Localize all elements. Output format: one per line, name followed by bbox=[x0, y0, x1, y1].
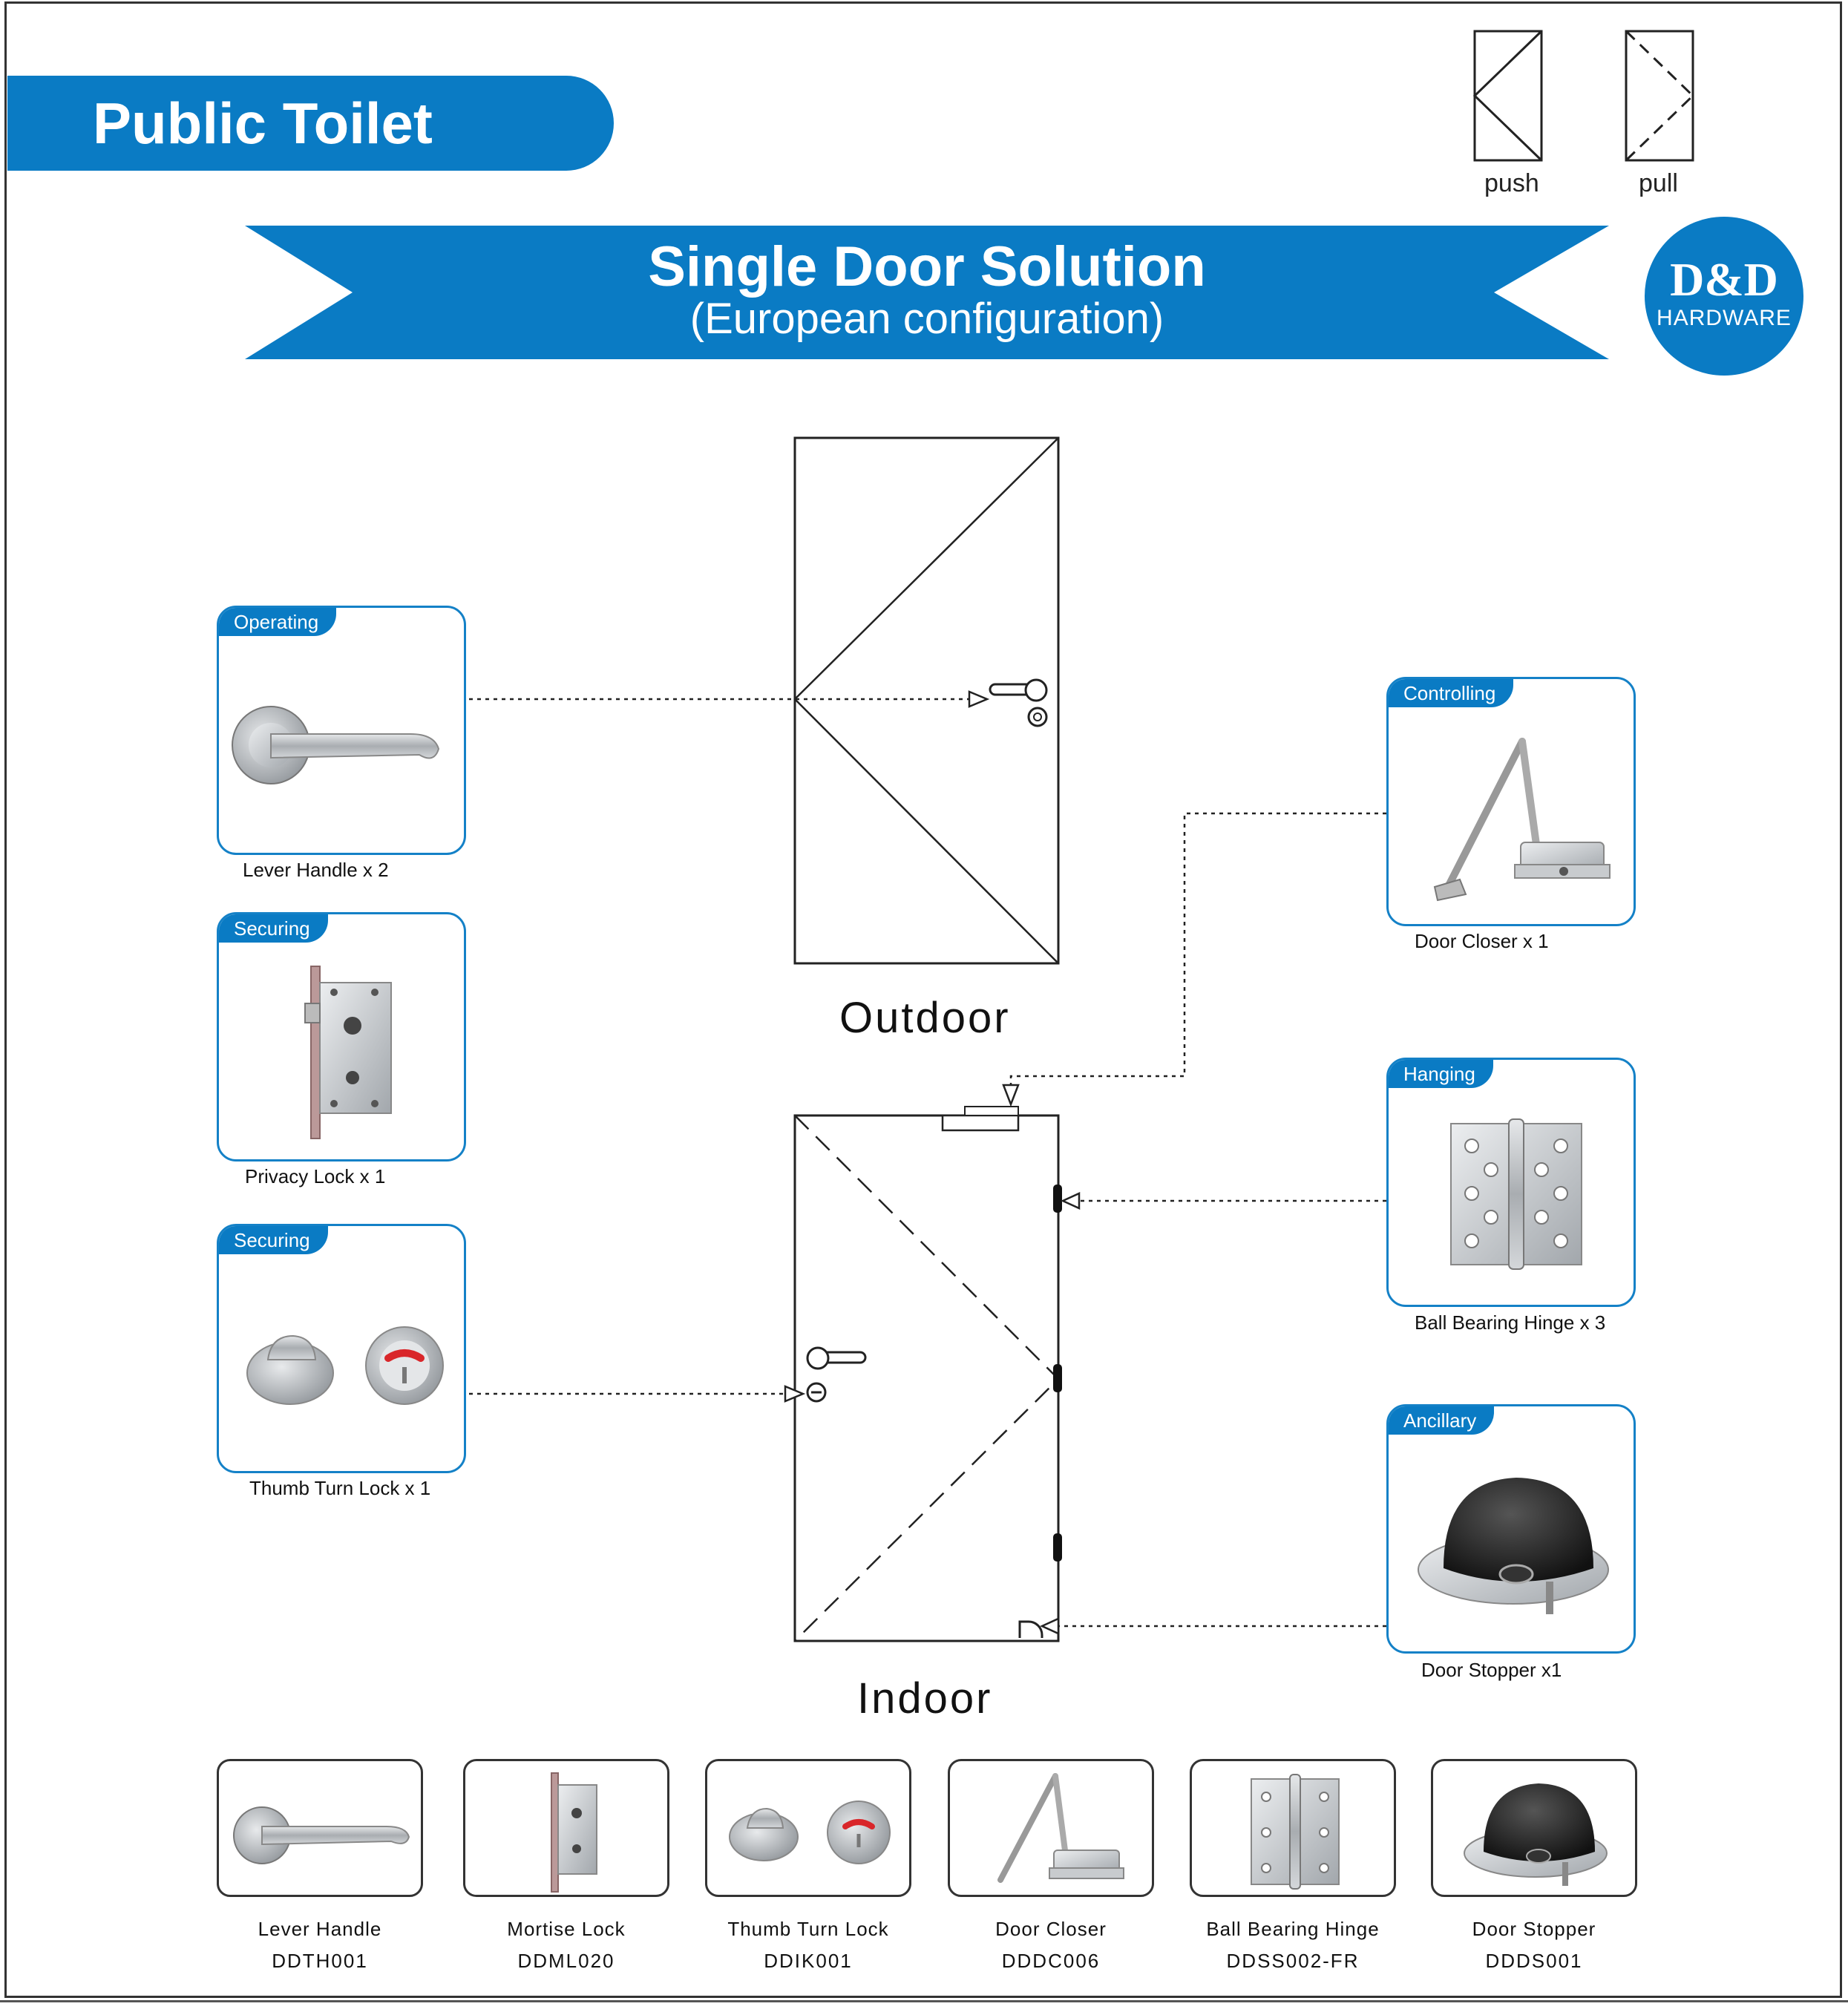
door-closer-icon bbox=[1433, 738, 1611, 902]
mortise-lock-icon bbox=[304, 966, 392, 1139]
card-tag: Controlling bbox=[1389, 679, 1514, 707]
thumb-turn-icon bbox=[246, 1326, 444, 1405]
product-code: DDDS001 bbox=[1485, 1950, 1583, 1972]
logo-main-text: D&D bbox=[1670, 253, 1778, 306]
product-lever-handle bbox=[217, 1759, 423, 1897]
page-title: Public Toilet bbox=[7, 76, 614, 171]
product-code: DDIK001 bbox=[764, 1950, 853, 1972]
outdoor-handle-icon bbox=[989, 678, 1048, 727]
connector-lines bbox=[469, 698, 1386, 1628]
hinge-marks bbox=[1053, 1185, 1062, 1562]
door-stopper-icon bbox=[1464, 1783, 1608, 1886]
product-door-closer bbox=[948, 1759, 1154, 1897]
hinge-icon bbox=[1251, 1774, 1340, 1890]
card-caption: Ball Bearing Hinge x 3 bbox=[1415, 1311, 1606, 1334]
banner-ribbon bbox=[245, 226, 1609, 359]
outdoor-label: Outdoor bbox=[839, 994, 1011, 1042]
banner: Single Door Solution (European configura… bbox=[245, 226, 1609, 359]
bottom-rule bbox=[0, 2000, 1848, 2002]
thumb-turn-icon bbox=[729, 1801, 891, 1864]
card-door-stopper: Ancillary bbox=[1386, 1404, 1636, 1654]
card-caption: Privacy Lock x 1 bbox=[245, 1165, 386, 1187]
door-closer-icon bbox=[997, 1773, 1124, 1883]
push-legend-label: push bbox=[1484, 169, 1539, 197]
indoor-door bbox=[793, 1114, 1060, 1642]
lever-handle-icon bbox=[233, 1806, 410, 1864]
mortise-lock-icon bbox=[551, 1772, 597, 1893]
card-privacy-lock: Securing bbox=[217, 912, 466, 1162]
card-caption: Door Closer x 1 bbox=[1415, 930, 1549, 952]
card-tag: Ancillary bbox=[1389, 1406, 1495, 1435]
connector-arrows bbox=[784, 690, 1081, 1635]
product-name: Door Stopper bbox=[1472, 1918, 1596, 1940]
banner-title: Single Door Solution bbox=[648, 235, 1206, 298]
product-ball-bearing-hinge bbox=[1190, 1759, 1396, 1897]
indoor-handle-icon bbox=[806, 1346, 867, 1403]
card-thumb-turn-lock: Securing bbox=[217, 1224, 466, 1473]
card-door-closer: Controlling bbox=[1386, 677, 1636, 926]
card-caption: Thumb Turn Lock x 1 bbox=[249, 1477, 431, 1499]
card-caption: Door Stopper x1 bbox=[1421, 1659, 1562, 1681]
stopper-mark-icon bbox=[1018, 1620, 1043, 1638]
product-name: Door Closer bbox=[995, 1918, 1107, 1940]
card-tag: Operating bbox=[219, 608, 337, 636]
card-tag: Securing bbox=[219, 914, 328, 943]
hinge-icon bbox=[1450, 1118, 1582, 1270]
product-name: Thumb Turn Lock bbox=[727, 1918, 889, 1940]
card-lever-handle: Operating bbox=[217, 606, 466, 855]
product-name: Ball Bearing Hinge bbox=[1206, 1918, 1380, 1940]
card-caption: Lever Handle x 2 bbox=[243, 859, 389, 881]
product-door-stopper bbox=[1431, 1759, 1637, 1897]
card-tag: Hanging bbox=[1389, 1060, 1493, 1088]
product-code: DDSS002-FR bbox=[1226, 1950, 1360, 1972]
product-code: DDTH001 bbox=[272, 1950, 368, 1972]
door-stopper-icon bbox=[1418, 1478, 1609, 1614]
card-tag: Securing bbox=[219, 1226, 328, 1254]
card-ball-bearing-hinge: Hanging bbox=[1386, 1058, 1636, 1307]
indoor-label: Indoor bbox=[857, 1674, 993, 1723]
product-name: Mortise Lock bbox=[507, 1918, 626, 1940]
lever-handle-icon bbox=[232, 706, 440, 784]
brand-logo: D&D HARDWARE bbox=[1645, 217, 1803, 376]
product-mortise-lock bbox=[463, 1759, 669, 1897]
product-name: Lever Handle bbox=[258, 1918, 382, 1940]
pull-legend-label: pull bbox=[1639, 169, 1678, 197]
product-thumb-turn-lock bbox=[705, 1759, 911, 1897]
closer-arm-icon bbox=[941, 1106, 1020, 1132]
page-frame bbox=[4, 1, 1842, 1998]
pull-legend-icon bbox=[1625, 30, 1694, 162]
outdoor-door bbox=[793, 436, 1060, 965]
product-code: DDML020 bbox=[517, 1950, 615, 1972]
product-code: DDDC006 bbox=[1001, 1950, 1101, 1972]
banner-subtitle: (European configuration) bbox=[689, 295, 1164, 343]
push-legend-icon bbox=[1473, 30, 1543, 162]
logo-sub-text: HARDWARE bbox=[1657, 306, 1792, 330]
